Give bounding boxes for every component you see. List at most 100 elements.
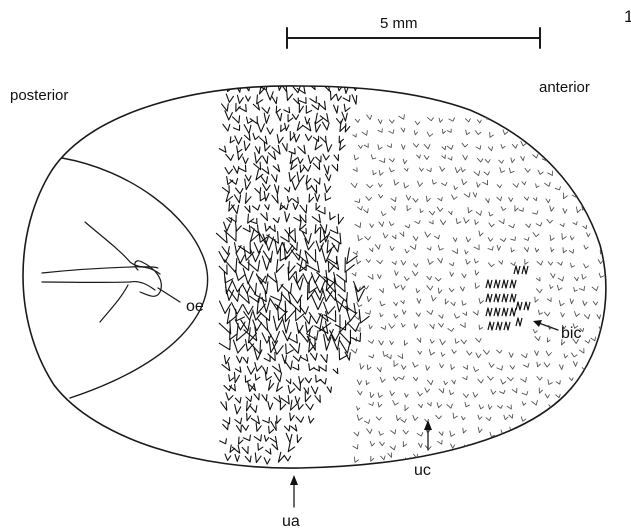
spine-mark	[533, 329, 538, 333]
spine-mark	[378, 170, 384, 176]
spine-mark	[522, 353, 529, 359]
spine-mark	[299, 97, 308, 106]
spine-mark	[379, 442, 384, 446]
spine-mark	[388, 168, 394, 173]
spine-mark	[524, 237, 530, 242]
spine-mark	[369, 402, 375, 407]
spine-mark	[286, 378, 292, 384]
spine-mark	[355, 119, 359, 122]
spine-mark	[401, 365, 406, 370]
spine-mark	[476, 182, 481, 187]
spine-mark	[424, 388, 429, 393]
spine-mark	[306, 404, 314, 410]
spine-mark	[569, 299, 573, 304]
spine-mark	[255, 187, 262, 195]
spine-mark	[536, 222, 542, 227]
spine-mark	[606, 440, 612, 446]
spine-mark	[321, 353, 329, 363]
spine-mark	[413, 324, 417, 329]
spine-mark	[550, 133, 554, 136]
spine-mark	[521, 156, 525, 161]
spine-mark	[236, 95, 243, 103]
spine-mark	[392, 235, 397, 240]
spine-mark	[426, 259, 433, 265]
spine-mark	[555, 186, 561, 191]
spine-mark	[417, 392, 422, 396]
spine-mark	[389, 341, 393, 345]
spine-mark	[307, 155, 314, 164]
spine-mark	[566, 117, 572, 123]
spine-mark	[451, 302, 456, 306]
spine-mark	[533, 210, 539, 215]
spine-mark	[544, 453, 549, 458]
spine-mark	[417, 154, 421, 158]
bic-spine	[522, 266, 528, 274]
spine-mark	[224, 83, 234, 93]
spine-mark	[223, 423, 230, 431]
spine-mark	[448, 431, 455, 437]
spine-mark	[476, 338, 482, 343]
spine-mark	[335, 319, 349, 333]
spine-mark	[508, 198, 512, 202]
spine-mark	[401, 300, 405, 304]
scale-bar: 5 mm	[287, 15, 540, 48]
spine-mark	[246, 381, 255, 392]
spine-mark	[550, 418, 555, 423]
spine-mark	[488, 146, 493, 151]
spine-mark	[609, 301, 616, 307]
spine-mark	[454, 168, 460, 174]
spine-mark	[584, 128, 588, 132]
spine-mark	[233, 115, 242, 125]
spine-mark	[521, 402, 525, 406]
spine-mark	[594, 351, 601, 356]
spine-mark	[306, 194, 314, 203]
spine-mark	[592, 286, 599, 291]
spine-mark	[545, 182, 552, 188]
spine-mark	[351, 348, 358, 354]
spine-mark	[523, 444, 530, 450]
spine-mark	[222, 102, 230, 112]
spine-mark	[419, 209, 424, 213]
spine-mark	[378, 183, 382, 187]
spine-mark	[330, 232, 345, 247]
spine-mark	[486, 198, 490, 203]
spine-mark	[402, 310, 406, 315]
spine-mark	[569, 404, 576, 410]
ua-pointer	[290, 475, 298, 507]
spine-mark	[379, 158, 386, 164]
spine-mark	[537, 429, 542, 434]
spine-mark	[403, 430, 409, 434]
spine-mark	[376, 145, 382, 151]
spine-mark	[463, 311, 468, 316]
spine-mark	[244, 311, 253, 321]
spine-mark	[334, 154, 340, 162]
spine-mark	[219, 319, 235, 337]
spine-mark	[354, 431, 360, 436]
spine-mark	[439, 314, 444, 319]
spine-mark	[463, 155, 468, 160]
spine-mark	[454, 219, 461, 225]
spine-mark	[447, 145, 454, 150]
spine-mark	[548, 430, 553, 435]
spine-mark	[536, 289, 542, 293]
spine-mark	[400, 231, 405, 237]
spine-mark	[428, 350, 435, 356]
spine-mark	[401, 260, 406, 265]
spine-mark	[257, 194, 265, 202]
spine-mark	[435, 278, 441, 281]
spine-mark	[380, 288, 385, 294]
spine-mark	[453, 186, 458, 190]
spine-mark	[488, 237, 493, 241]
spine-mark	[556, 380, 561, 385]
spine-mark	[587, 379, 592, 384]
bic-label: bic	[561, 325, 581, 342]
spine-mark	[224, 393, 233, 401]
spine-mark	[242, 141, 250, 151]
spine-mark	[236, 356, 242, 363]
spine-mark	[425, 196, 431, 202]
spine-mark	[388, 324, 394, 329]
spine-mark	[228, 137, 235, 144]
spine-mark	[377, 403, 382, 408]
spine-mark	[502, 117, 507, 121]
spine-mark	[537, 170, 543, 175]
